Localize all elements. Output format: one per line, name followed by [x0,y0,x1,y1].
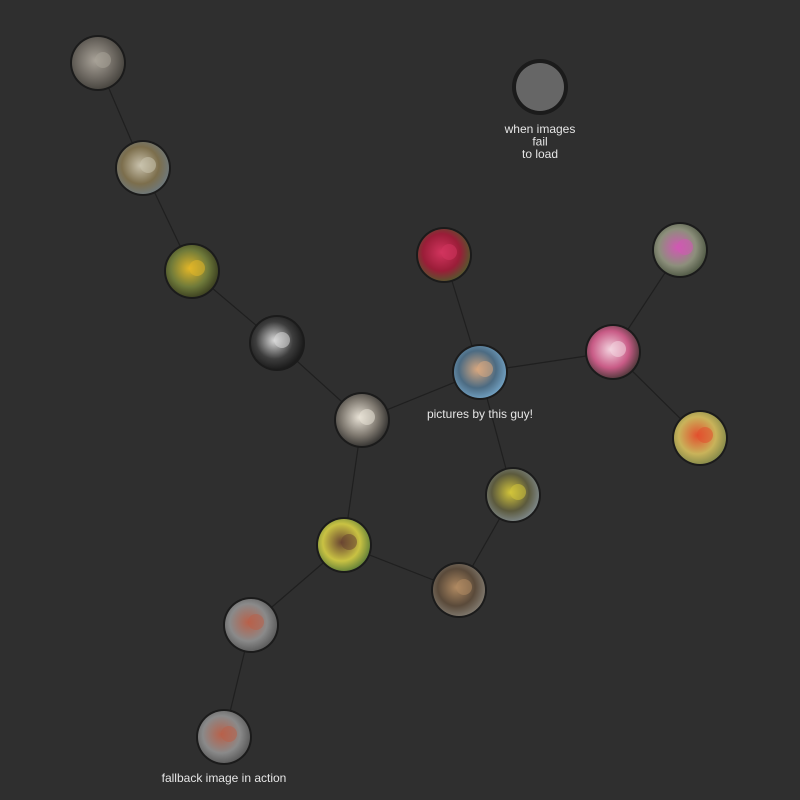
photo-detail [221,726,237,742]
photo-detail [359,409,375,425]
photo-detail [441,244,457,260]
node-berries[interactable] [416,227,472,283]
photo-detail [477,361,493,377]
photo-detail [140,157,156,173]
graph-nodes: pictures by this guy! fallback image in a… [70,35,728,785]
node-butterfly[interactable] [249,315,305,371]
node-label-noimage: when images [504,122,576,136]
node-label-fallback2: fallback image in action [162,771,287,785]
node-beetle[interactable] [485,467,541,523]
photo-detail [677,239,693,255]
node-label-noimage: fail [532,135,547,149]
node-cat[interactable] [334,392,390,448]
node-flower[interactable] [585,324,641,380]
photo-detail [95,52,111,68]
node-label-guy: pictures by this guy! [427,407,533,421]
node-orchid[interactable] [652,222,708,278]
node-statue[interactable] [70,35,126,91]
photo-detail [610,341,626,357]
empty-image-placeholder [516,63,564,111]
photo-detail [697,427,713,443]
photo-detail [341,534,357,550]
photo-detail [510,484,526,500]
photo-detail [274,332,290,348]
node-dog[interactable] [431,562,487,618]
photo-detail [456,579,472,595]
node-bird[interactable] [164,243,220,299]
node-guy[interactable]: pictures by this guy! [427,344,533,421]
node-person[interactable] [316,517,372,573]
node-cactus[interactable] [115,140,171,196]
node-redflower[interactable] [672,410,728,466]
photo-detail [189,260,205,276]
node-fallback1[interactable] [223,597,279,653]
photo-detail [248,614,264,630]
graph-edges [97,62,701,738]
node-label-noimage: to load [522,147,558,161]
node-fallback2[interactable]: fallback image in action [162,709,287,785]
